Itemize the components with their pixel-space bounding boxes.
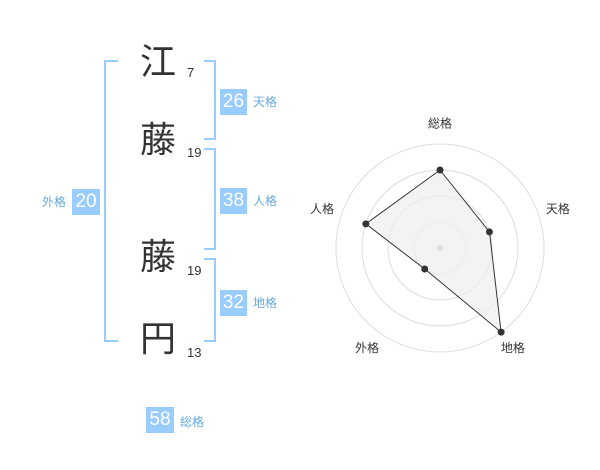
radar-point-5 [362,220,370,228]
chikaku-label: 地格 [253,296,278,310]
radar-grid-ring [335,143,545,353]
name-char-3: 藤 [140,237,177,278]
gaikaku-value: 20 [72,189,100,215]
soukaku-label: 総格 [180,415,205,429]
radar-axis-label-5: 人格 [310,201,334,216]
name-char-2: 藤 [140,120,177,161]
jinkaku-value: 38 [220,188,247,214]
tenkaku-bracket [204,60,216,140]
jinkaku-bracket [204,148,216,250]
radar-axis-label-3: 地格 [501,340,525,355]
tenkaku-label: 天格 [253,95,278,109]
radar-point-4 [421,265,429,273]
stroke-count-1: 7 [187,65,195,80]
radar-axis-label-4: 外格 [355,340,379,355]
radar-point-1 [436,166,444,174]
radar-point-2 [485,228,493,236]
radar-axis-label-2: 天格 [546,201,570,216]
stroke-count-4: 13 [187,345,202,360]
radar-data-polygon [364,169,502,334]
name-char-1: 江 [140,42,177,83]
stroke-count-2: 19 [187,145,202,160]
gaikaku-label: 外格 [42,195,67,209]
tenkaku-value: 26 [220,89,247,115]
gaikaku-bracket [104,60,118,342]
stroke-count-3: 19 [187,263,202,278]
soukaku-value: 58 [146,407,174,433]
name-char-4: 円 [140,319,177,360]
radar-point-3 [497,328,505,336]
jinkaku-label: 人格 [253,194,278,208]
radar-axis-label-1: 総格 [428,116,452,131]
chikaku-bracket [204,258,216,342]
chikaku-value: 32 [220,290,247,316]
